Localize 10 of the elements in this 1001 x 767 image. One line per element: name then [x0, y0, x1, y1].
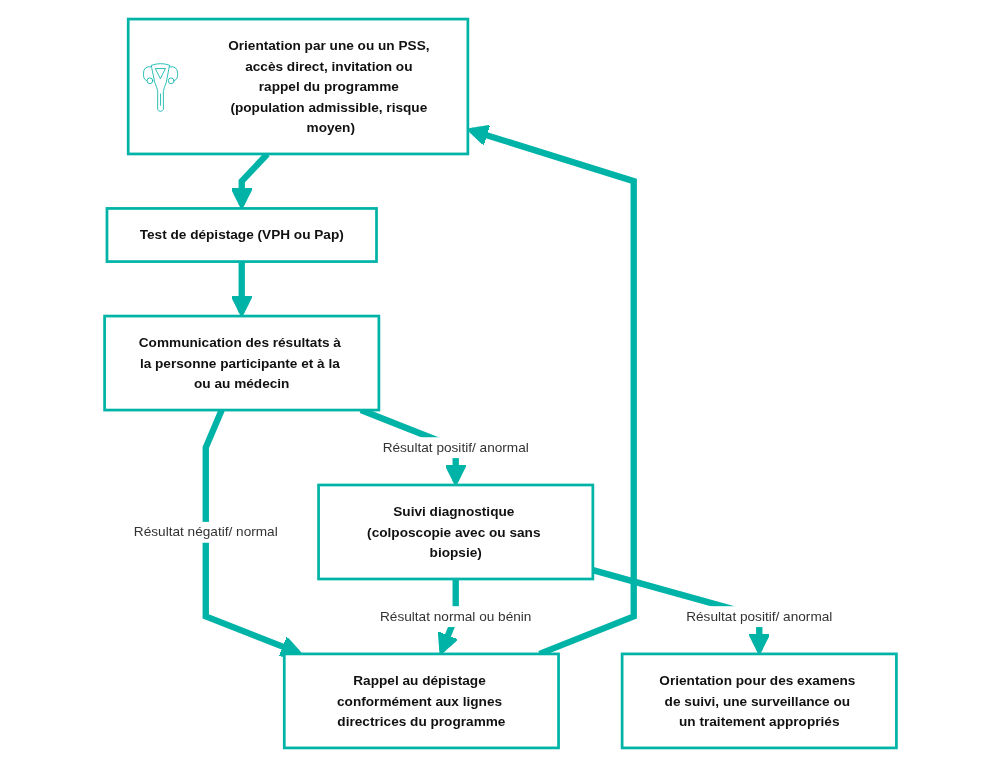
node-box: Orientation pour des examens de suivi, une surveillance ou un traitement appropriés [620, 652, 898, 750]
node-box: Orientation par une ou un PSS, accès direct, invitation ou rappel du programme (population admissible, risque moyen) [126, 17, 470, 156]
edge-label: Résultat positif/ anormal [382, 439, 529, 455]
edge-label: Résultat négatif/ normal [133, 523, 278, 540]
node-box: Communication des résultats à la personne participante et à la ou au médecin [103, 314, 381, 412]
node-box: Suivi diagnostique (colposcopie avec ou sans biopsie) [317, 483, 595, 581]
node-box: Test de dépistage (VPH ou Pap) [105, 207, 378, 263]
node-box: Rappel au dépistage conformément aux lignes directrices du programme [282, 652, 560, 750]
edge-label: Résultat normal ou bénin [379, 608, 532, 624]
edge-label: Résultat positif/ anormal [686, 608, 833, 624]
